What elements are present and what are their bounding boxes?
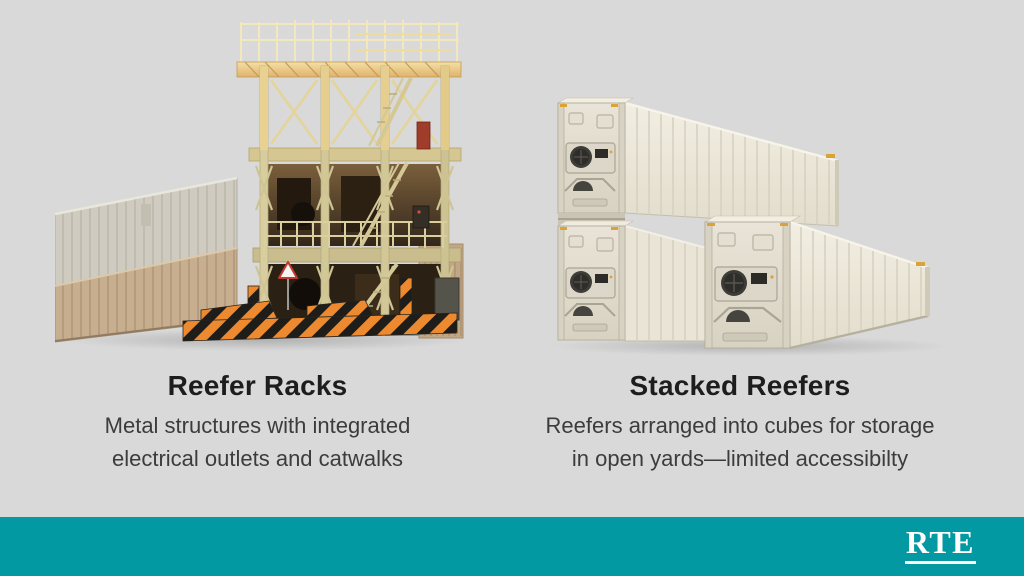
footer-bar: RTE bbox=[0, 517, 1024, 576]
stacked-reefers-description: Reefers arranged into cubes for storage i… bbox=[500, 409, 980, 475]
signal-box-top bbox=[416, 121, 431, 150]
reefer-racks-description-line-1: Metal structures with integrated bbox=[104, 413, 411, 438]
stacked-reefers-title: Stacked Reefers bbox=[629, 370, 851, 401]
stacked-reefers-figure bbox=[545, 95, 967, 357]
container-bottom-stack bbox=[556, 220, 722, 342]
indicator-light bbox=[417, 210, 421, 214]
rte-logo: RTE bbox=[904, 524, 976, 564]
stacked-reefers-description-line-2: in open yards—limited accessibilty bbox=[571, 446, 909, 471]
stacked-reefers-description-line-1: Reefers arranged into cubes for storage bbox=[545, 413, 935, 438]
reefer-racks-figure bbox=[55, 8, 465, 352]
reefer-racks-title: Reefer Racks bbox=[167, 370, 348, 401]
control-box-mid bbox=[412, 205, 430, 229]
warning-sign bbox=[278, 261, 298, 310]
background-container-gray bbox=[55, 176, 238, 287]
top-railing bbox=[240, 20, 459, 64]
container-front bbox=[703, 215, 930, 350]
reefer-rack-photo bbox=[55, 20, 465, 351]
reefer-racks-description: Metal structures with integrated electric… bbox=[35, 409, 480, 475]
stacked-reefers-caption: Stacked Reefers Reefers arranged into cu… bbox=[500, 370, 980, 475]
reefer-racks-description-line-2: electrical outlets and catwalks bbox=[111, 446, 404, 471]
rack-interior-bays bbox=[263, 164, 443, 322]
hazard-barriers bbox=[182, 299, 458, 342]
stacked-reefers-photo bbox=[550, 97, 950, 356]
reefer-racks-caption: Reefer Racks Metal structures with integ… bbox=[35, 370, 480, 475]
container-top-stack bbox=[556, 97, 839, 227]
upper-braces bbox=[269, 79, 439, 145]
